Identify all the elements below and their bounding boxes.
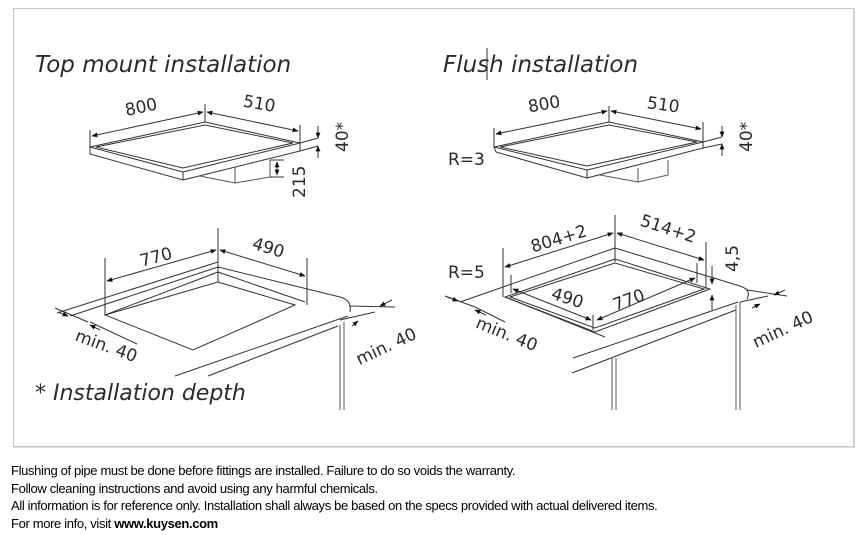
top-mount-min-right-label: min. 40 <box>353 324 420 369</box>
installation-depth-footnote: * Installation depth <box>35 381 246 406</box>
flush-hob-drawing: Flush installation R=3 800 510 40* <box>443 48 757 183</box>
flush-radius-label: R=3 <box>448 150 485 170</box>
flush-outer-length-label: 804+2 <box>529 221 590 257</box>
top-mount-min-left-label: min. 40 <box>72 326 139 367</box>
more-info-prefix: For more info, visit <box>11 515 115 531</box>
website-link[interactable]: www.kuysen.com <box>114 515 218 531</box>
diagram-frame <box>13 8 854 447</box>
flush-inner-width-label: 490 <box>549 284 586 313</box>
top-mount-depth-label: 40* <box>333 122 353 152</box>
top-mount-cutout-length-label: 770 <box>138 244 175 272</box>
top-mount-hob-drawing: Top mount installation 800 510 40* 215 <box>35 52 353 198</box>
top-mount-body-depth-label: 215 <box>290 166 310 198</box>
flush-min-left-label: min. 40 <box>473 313 540 356</box>
flush-depth-label: 40* <box>737 122 757 152</box>
flush-width-label: 510 <box>646 93 681 117</box>
top-mount-cutout-width-label: 490 <box>250 234 287 263</box>
top-mount-width-label: 510 <box>241 92 276 117</box>
installation-diagram: Top mount installation 800 510 40* 215 <box>35 48 817 410</box>
note-cleaning: Follow cleaning instructions and avoid u… <box>11 480 378 496</box>
flush-length-label: 800 <box>526 92 561 117</box>
top-mount-length-label: 800 <box>123 95 159 121</box>
flush-min-right-label: min. 40 <box>750 307 817 352</box>
flush-cutout-radius-label: R=5 <box>448 263 485 283</box>
note-reference: All information is for reference only. I… <box>11 498 658 513</box>
top-mount-title: Top mount installation <box>35 52 291 78</box>
flush-recess-depth-label: 4,5 <box>723 245 743 272</box>
flush-title: Flush installation <box>443 52 638 78</box>
note-more-info: For more info, visit www.kuysen.com <box>11 515 657 533</box>
note-flushing: Flushing of pipe must be done before fit… <box>11 463 516 478</box>
top-mount-cutout-drawing: 770 490 min. 40 min. 40 * Installation d… <box>35 228 420 410</box>
notes-section: Flushing of pipe must be done before fit… <box>11 462 658 533</box>
flush-cutout-drawing: 804+2 514+2 4,5 R=5 490 770 min. 40 min.… <box>444 211 817 410</box>
